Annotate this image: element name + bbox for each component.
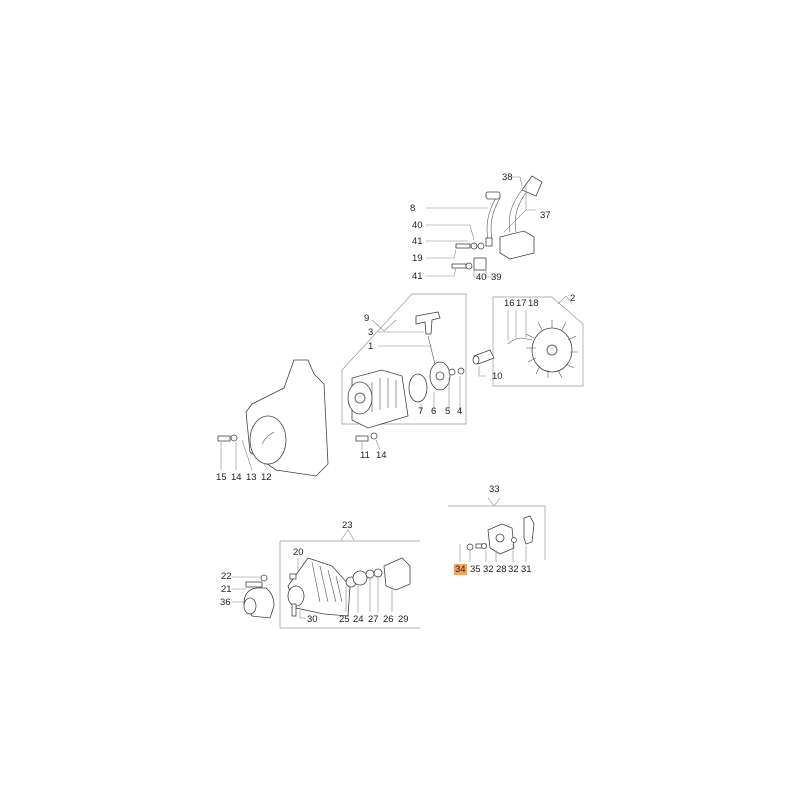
part-label-26: 26 <box>383 614 394 625</box>
part-label-5: 5 <box>445 406 451 417</box>
part-label-35: 35 <box>470 564 481 575</box>
spark-plug-wire-icon <box>485 191 501 247</box>
part-label-1: 1 <box>368 341 374 352</box>
part-label-27: 27 <box>368 614 379 625</box>
part-label-13: 13 <box>246 472 257 483</box>
part-label-6: 6 <box>431 406 437 417</box>
part-label-37: 37 <box>540 210 551 221</box>
part-label-29: 29 <box>398 614 409 625</box>
part-label-22: 22 <box>221 571 232 582</box>
part-label-41: 41 <box>412 271 423 282</box>
part-label-40: 40 <box>476 272 487 283</box>
part-label-40: 40 <box>412 220 423 231</box>
part-label-11: 11 <box>360 450 370 461</box>
part-label-32: 32 <box>483 564 494 575</box>
part-label-34-highlighted[interactable]: 34 <box>454 564 467 575</box>
clutch-drum-icon <box>287 557 411 617</box>
part-label-19: 19 <box>412 253 423 264</box>
part-label-16: 16 <box>504 298 515 309</box>
part-label-38: 38 <box>502 172 513 183</box>
part-label-33: 33 <box>489 484 500 495</box>
part-label-39: 39 <box>491 272 502 283</box>
clutch-icon <box>466 515 535 555</box>
ignition-coil-icon <box>499 175 543 260</box>
shaft-icon <box>472 349 495 365</box>
part-label-41: 41 <box>412 236 423 247</box>
part-label-30: 30 <box>307 614 318 625</box>
part-label-20: 20 <box>293 547 304 558</box>
part-label-14: 14 <box>376 450 387 461</box>
part-label-32: 32 <box>508 564 519 575</box>
part-label-25: 25 <box>339 614 350 625</box>
part-label-15: 15 <box>216 472 227 483</box>
hub-icon <box>243 574 275 619</box>
part-label-9: 9 <box>364 313 370 324</box>
part-label-2: 2 <box>570 293 576 304</box>
starter-housing-icon <box>347 369 409 429</box>
part-label-17: 17 <box>516 298 527 309</box>
part-label-3: 3 <box>368 327 374 338</box>
part-label-10: 10 <box>492 371 503 382</box>
part-label-36: 36 <box>220 597 231 608</box>
part-label-18: 18 <box>528 298 539 309</box>
part-label-7: 7 <box>418 406 424 417</box>
bolt-icon <box>217 432 378 442</box>
screw-icon <box>451 242 487 271</box>
flywheel-icon <box>525 320 578 379</box>
part-label-14: 14 <box>231 472 242 483</box>
part-label-24: 24 <box>353 614 364 625</box>
pulley-icon <box>408 361 465 403</box>
part-label-21: 21 <box>221 584 232 595</box>
part-label-31: 31 <box>521 564 532 575</box>
fan-housing-icon <box>245 359 329 477</box>
part-label-28: 28 <box>496 564 507 575</box>
part-label-4: 4 <box>457 406 463 417</box>
part-label-23: 23 <box>342 520 353 531</box>
part-label-8: 8 <box>410 203 416 214</box>
part-label-12: 12 <box>261 472 272 483</box>
